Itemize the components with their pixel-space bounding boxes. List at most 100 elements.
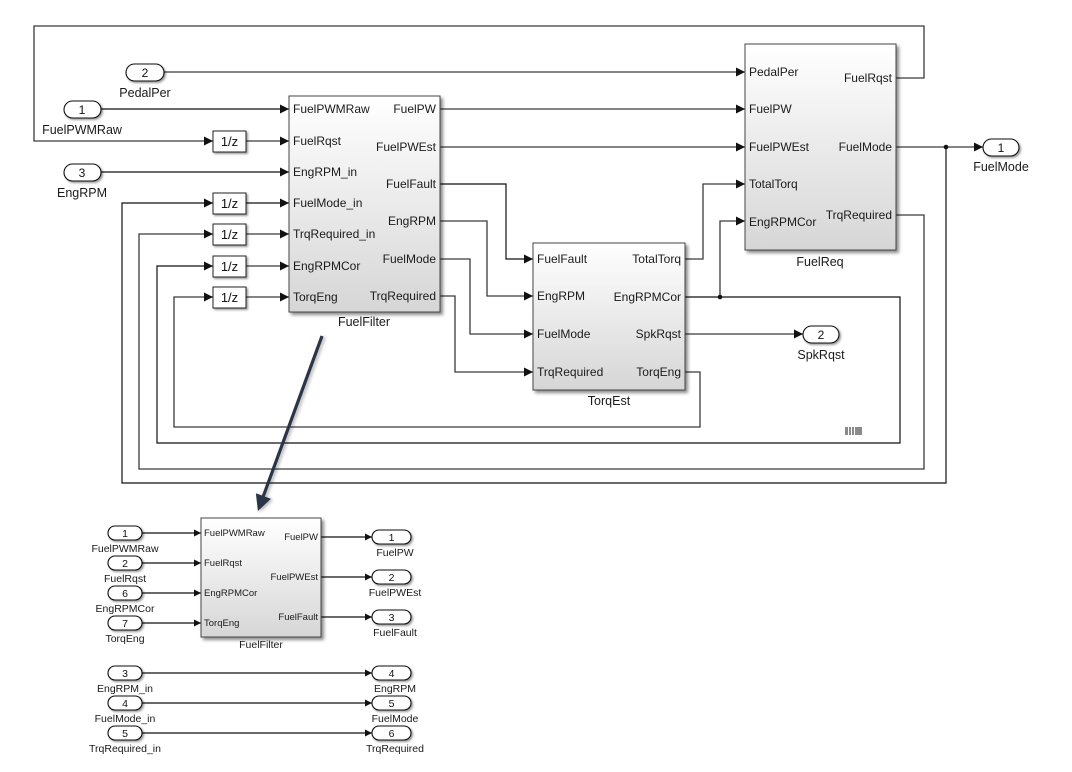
output-port-label: FuelPW	[393, 102, 436, 116]
detail-pass-outport-5[interactable]: 5 FuelMode	[371, 695, 419, 725]
outport-spkrqst[interactable]: 2 SpkRqst	[797, 325, 845, 362]
output-port-label: FuelFault	[278, 612, 318, 623]
inport-number: 6	[122, 588, 128, 600]
unit-delay-fuelmode[interactable]: 1/z	[212, 192, 247, 215]
unit-delay-label: 1/z	[221, 196, 238, 211]
detail-block-fuelfilter[interactable]: FuelPWMRaw FuelRqst EngRPMCor TorqEng Fu…	[200, 517, 322, 638]
inport-pedalper[interactable]: 2 PedalPer	[119, 63, 171, 100]
input-port-label: TrqRequired	[537, 365, 603, 379]
block-name-torqest[interactable]: TorqEst	[588, 394, 631, 408]
inport-label: TrqRequired_in	[89, 743, 161, 755]
unit-delay-torqeng[interactable]: 1/z	[212, 286, 247, 309]
signal-torqeng-feedback[interactable]	[173, 292, 701, 428]
output-port-label: FuelMode	[383, 252, 437, 266]
unit-delay-engrpmcor[interactable]: 1/z	[212, 255, 247, 278]
detail-inport-7[interactable]: 7 TorqEng	[105, 615, 145, 645]
input-port-label: TorqEng	[204, 618, 239, 629]
detail-outport-3[interactable]: 3 FuelFault	[371, 609, 417, 639]
inport-number: 3	[122, 668, 128, 680]
output-port-label: FuelRqst	[844, 71, 893, 85]
input-port-label: FuelPWEst	[749, 140, 810, 154]
inport-label: FuelPWMRaw	[91, 543, 159, 555]
outport-number: 1	[998, 141, 1005, 155]
signal-fuelfault[interactable]	[440, 183, 533, 264]
output-port-label: FuelMode	[839, 140, 893, 154]
unit-delay-label: 1/z	[221, 290, 238, 305]
unit-delay-label: 1/z	[221, 227, 238, 242]
detail-pass-inport-4[interactable]: 4 FuelMode_in	[95, 695, 156, 725]
input-port-label: EngRPMCor	[749, 215, 816, 229]
outport-label: SpkRqst	[797, 348, 845, 362]
outport-number: 5	[389, 698, 395, 710]
signal-fuelmode-feedback[interactable]	[121, 147, 947, 484]
outport-number: 2	[389, 572, 395, 584]
outport-label: FuelMode	[973, 160, 1029, 174]
input-port-label: FuelPW	[749, 102, 792, 116]
input-port-label: FuelRqst	[204, 558, 242, 569]
callout-arrow	[255, 335, 324, 512]
detail-pass-inport-5[interactable]: 5 TrqRequired_in	[89, 725, 161, 755]
output-port-label: FuelFault	[386, 177, 437, 191]
outport-number: 1	[389, 532, 395, 544]
outport-label: TrqRequired	[366, 743, 424, 755]
output-port-label: TrqRequired	[370, 289, 436, 303]
inport-label: EngRPM	[57, 186, 107, 200]
input-port-label: TorqEng	[293, 290, 338, 304]
inport-label: FuelMode_in	[95, 713, 156, 725]
detail-outport-1[interactable]: 1 FuelPW	[371, 529, 414, 559]
inport-number: 4	[122, 698, 128, 710]
detail-pass-outport-6[interactable]: 6 TrqRequired	[366, 725, 424, 755]
signal-fuelmode-ff[interactable]	[440, 258, 533, 339]
detail-inport-2[interactable]: 2 FuelRqst	[104, 555, 146, 585]
branch-point-engrpmcor	[717, 294, 723, 300]
inport-number: 1	[122, 528, 128, 540]
signal-fuelrqst-feedback[interactable]	[33, 25, 925, 146]
outport-number: 6	[389, 728, 395, 740]
detail-inport-6[interactable]: 6 EngRPMCor	[96, 585, 155, 615]
signal-trqrequired-ff[interactable]	[440, 295, 533, 377]
unit-delay-label: 1/z	[221, 259, 238, 274]
input-port-label: FuelRqst	[293, 134, 342, 148]
inport-label: PedalPer	[119, 86, 170, 100]
inport-number: 2	[142, 66, 149, 80]
input-port-label: EngRPM_in	[293, 165, 357, 179]
unit-delay-trqrequired[interactable]: 1/z	[212, 223, 247, 246]
outport-number: 4	[389, 668, 395, 680]
signal-engrpm-ff[interactable]	[440, 220, 533, 301]
inport-number: 2	[122, 558, 128, 570]
inport-fuelpwmraw[interactable]: 1 FuelPWMRaw	[42, 100, 123, 137]
output-port-label: TotalTorq	[632, 252, 681, 266]
block-fuelreq[interactable]: PedalPer FuelPW FuelPWEst TotalTorq EngR…	[744, 43, 897, 251]
output-port-label: FuelPWEst	[270, 572, 318, 583]
input-port-label: PedalPer	[749, 65, 798, 79]
detail-block-name[interactable]: FuelFilter	[239, 639, 283, 651]
input-port-label: FuelMode	[537, 327, 591, 341]
output-port-label: FuelPW	[284, 532, 318, 543]
signal-engrpmcor-feedback[interactable]	[156, 261, 901, 444]
outport-label: EngRPM	[374, 683, 416, 695]
inport-label: FuelRqst	[104, 573, 146, 585]
inport-engrpm[interactable]: 3 EngRPM	[57, 163, 107, 200]
inport-label: EngRPM_in	[97, 683, 153, 695]
detail-inport-1[interactable]: 1 FuelPWMRaw	[91, 525, 159, 555]
block-torqest[interactable]: FuelFault EngRPM FuelMode TrqRequired To…	[532, 242, 686, 391]
signal-trqrequired-feedback[interactable]	[138, 214, 925, 470]
inport-number: 7	[122, 618, 128, 630]
model-info-icon[interactable]	[845, 427, 862, 435]
inport-number: 5	[122, 728, 128, 740]
detail-pass-outport-4[interactable]: 4 EngRPM	[371, 665, 416, 695]
block-name-fuelreq[interactable]: FuelReq	[796, 255, 843, 269]
output-port-label: TrqRequired	[826, 208, 892, 222]
block-fuelfilter[interactable]: FuelPWMRaw FuelRqst EngRPM_in FuelMode_i…	[288, 95, 441, 313]
outport-label: FuelMode	[372, 713, 419, 725]
block-name-fuelfilter[interactable]: FuelFilter	[338, 315, 390, 329]
unit-delay-fuelrqst[interactable]: 1/z	[212, 130, 247, 153]
outport-fuelmode[interactable]: 1 FuelMode	[973, 138, 1029, 174]
signal-engrpmcor-branch[interactable]	[719, 216, 745, 297]
outport-label: FuelFault	[373, 627, 417, 639]
unit-delay-label: 1/z	[221, 134, 238, 149]
signal-totaltorq[interactable]	[685, 179, 745, 260]
outport-number: 3	[389, 612, 395, 624]
detail-outport-2[interactable]: 2 FuelPWEst	[369, 569, 422, 599]
detail-pass-inport-3[interactable]: 3 EngRPM_in	[97, 665, 153, 695]
